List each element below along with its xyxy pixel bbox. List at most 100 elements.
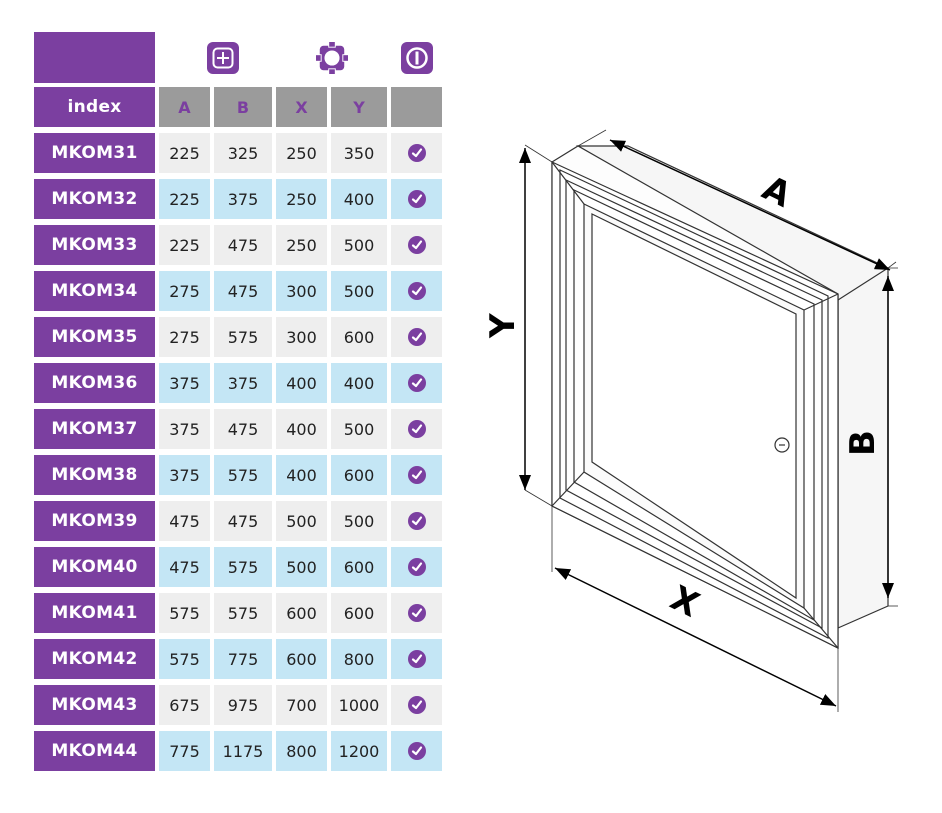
row-value-a: 475: [169, 557, 200, 577]
row-icon-cell: [391, 731, 442, 771]
row-value-x: 400: [286, 373, 317, 393]
row-icon-cell: [391, 547, 442, 587]
row-value-y: 600: [343, 603, 375, 623]
row-value-x: 300: [286, 281, 317, 301]
row-value-b-cell: 325: [214, 133, 272, 173]
row-index-label: MKOM44: [51, 741, 138, 761]
dimension-label-x: X: [664, 578, 705, 625]
row-value-x: 400: [286, 419, 317, 439]
row-icon-cell: [391, 133, 442, 173]
row-value-b: 475: [227, 511, 259, 531]
row-icon-cell: [391, 363, 442, 403]
row-index-label: MKOM37: [51, 419, 138, 439]
row-value-y-cell: 500: [331, 225, 387, 265]
row-value-y-cell: 600: [331, 317, 387, 357]
check-circle-icon: [407, 650, 426, 668]
row-value-x-cell: 400: [276, 363, 327, 403]
row-value-y: 500: [343, 511, 375, 531]
row-value-x: 500: [286, 557, 317, 577]
row-value-y: 400: [343, 373, 375, 393]
row-value-a-cell: 475: [159, 547, 210, 587]
row-value-b: 575: [227, 465, 259, 485]
row-index-cell: MKOM37: [34, 409, 155, 449]
row-value-a: 675: [169, 695, 200, 715]
row-value-x: 800: [286, 741, 317, 761]
row-value-b: 375: [227, 189, 259, 209]
row-value-b-cell: 475: [214, 271, 272, 311]
row-value-x-cell: 250: [276, 179, 327, 219]
row-value-b: 475: [227, 419, 259, 439]
row-value-y-cell: 500: [331, 271, 387, 311]
row-value-b-cell: 475: [214, 225, 272, 265]
row-value-a-cell: 375: [159, 363, 210, 403]
column-header-index-label: index: [67, 97, 122, 117]
row-value-a-cell: 275: [159, 317, 210, 357]
crosshair-plus-icon: [206, 41, 239, 74]
row-value-y: 600: [343, 557, 375, 577]
column-header-x: X: [276, 87, 327, 127]
row-value-x-cell: 500: [276, 501, 327, 541]
row-index-label: MKOM31: [51, 143, 138, 163]
door-dimension-diagram: A B X Y: [483, 129, 898, 712]
header-blank-cell: [34, 32, 155, 83]
row-icon-cell: [391, 455, 442, 495]
row-index-cell: MKOM40: [34, 547, 155, 587]
row-value-x-cell: 400: [276, 409, 327, 449]
frame-mount-icon: [315, 41, 348, 74]
check-circle-icon: [407, 604, 426, 622]
row-value-x-cell: 300: [276, 271, 327, 311]
row-index-cell: MKOM38: [34, 455, 155, 495]
row-value-a: 375: [169, 419, 200, 439]
row-value-y: 350: [343, 143, 375, 163]
row-value-a: 775: [169, 741, 200, 761]
column-header-a-label: A: [178, 97, 191, 117]
check-circle-icon: [407, 558, 426, 576]
row-value-a: 275: [169, 281, 200, 301]
row-index-cell: MKOM33: [34, 225, 155, 265]
row-value-y: 1000: [338, 695, 380, 715]
row-value-y: 500: [343, 281, 375, 301]
column-header-icon: [391, 87, 442, 127]
column-header-row: index A B X Y: [34, 87, 442, 127]
row-icon-cell: [391, 225, 442, 265]
row-value-a-cell: 575: [159, 593, 210, 633]
row-icon-cell: [391, 409, 442, 449]
row-value-x-cell: 700: [276, 685, 327, 725]
row-index-cell: MKOM35: [34, 317, 155, 357]
row-value-b-cell: 975: [214, 685, 272, 725]
check-circle-icon: [407, 328, 426, 346]
row-index-label: MKOM32: [51, 189, 138, 209]
check-circle-icon: [407, 282, 426, 300]
row-value-y-cell: 600: [331, 547, 387, 587]
row-value-x-cell: 400: [276, 455, 327, 495]
check-circle-icon: [407, 236, 426, 254]
row-icon-cell: [391, 685, 442, 725]
row-value-x: 600: [286, 603, 317, 623]
row-value-y-cell: 400: [331, 179, 387, 219]
row-value-b: 575: [227, 327, 259, 347]
row-index-cell: MKOM36: [34, 363, 155, 403]
row-value-a-cell: 475: [159, 501, 210, 541]
row-value-b: 775: [227, 649, 259, 669]
check-circle-icon: [407, 696, 426, 714]
row-value-a-cell: 375: [159, 455, 210, 495]
column-header-y: Y: [331, 87, 387, 127]
row-index-label: MKOM39: [51, 511, 138, 531]
row-value-a-cell: 225: [159, 225, 210, 265]
row-value-b-cell: 375: [214, 363, 272, 403]
row-value-b: 575: [227, 557, 259, 577]
row-index-label: MKOM35: [51, 327, 138, 347]
row-value-x-cell: 300: [276, 317, 327, 357]
row-value-x: 250: [286, 143, 317, 163]
row-icon-cell: [391, 501, 442, 541]
row-value-y-cell: 500: [331, 501, 387, 541]
row-value-y-cell: 400: [331, 363, 387, 403]
row-index-label: MKOM43: [51, 695, 138, 715]
column-header-b: B: [214, 87, 272, 127]
row-icon-cell: [391, 317, 442, 357]
